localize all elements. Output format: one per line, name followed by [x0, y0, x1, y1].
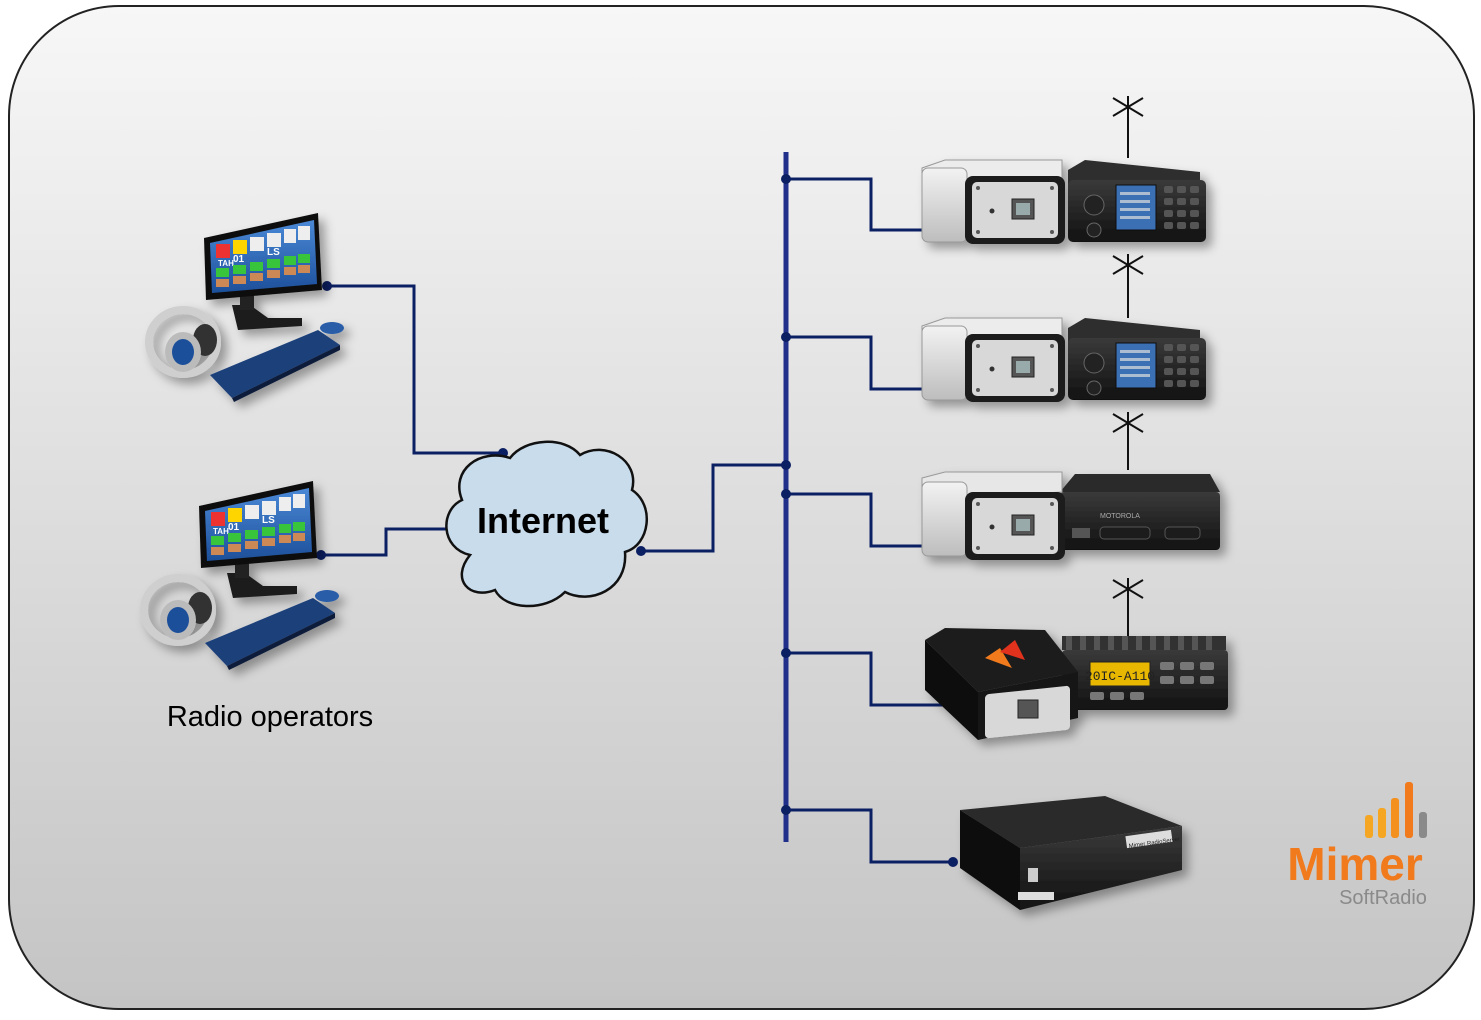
svg-text:TAH: TAH [213, 527, 229, 536]
antenna-4 [1112, 578, 1144, 636]
logo-sub: SoftRadio [1339, 887, 1427, 909]
operator-workstation-1: TAH 01 LS [145, 213, 344, 402]
link-internet-bus [641, 463, 786, 553]
operator-workstation-2: TAH 01 LS [140, 481, 339, 670]
link-bus-gateway4 [786, 651, 959, 707]
radio-operators-label: Radio operators [167, 701, 373, 733]
background-panel [8, 5, 1475, 1010]
logo-name: Mimer [1287, 838, 1423, 890]
svg-text:LS: LS [267, 247, 280, 258]
radio-server: Mimer RadioServer [960, 796, 1182, 910]
connection-lines [321, 177, 959, 864]
icom-display-text: 20IC-A110 [1085, 669, 1155, 684]
radio-gateway-3: MOTOROLA [921, 471, 1220, 560]
cloud-shape [445, 440, 648, 608]
link-bus-server [786, 808, 953, 864]
svg-text:01: 01 [228, 522, 240, 533]
mimer-gateway-box [925, 628, 1078, 740]
internet-cloud: Internet [445, 440, 648, 608]
link-operator2-internet [321, 527, 451, 557]
mimer-softradio-logo: Mimer SoftRadio [1287, 782, 1427, 909]
svg-text:01: 01 [233, 254, 245, 265]
antennas [1112, 96, 1144, 636]
base-radio-unit: MOTOROLA [1060, 474, 1220, 550]
link-bus-gateway1 [786, 177, 959, 232]
link-operator1-internet [327, 284, 503, 455]
link-bus-gateway3 [786, 492, 959, 548]
radio-gateway-4: 20IC-A110 [925, 628, 1228, 740]
svg-text:MOTOROLA: MOTOROLA [1100, 513, 1140, 520]
logo-signal-bars-icon [1365, 782, 1427, 838]
antenna-1 [1112, 96, 1144, 158]
svg-text:TAH: TAH [218, 259, 234, 268]
radio-gateway-1 [921, 159, 1206, 244]
internet-label: Internet [477, 500, 609, 541]
antenna-2 [1112, 254, 1144, 318]
svg-text:LS: LS [262, 515, 275, 526]
radio-gateway-2 [921, 317, 1206, 402]
gateway-box-3 [921, 471, 1065, 560]
icom-radio: 20IC-A110 [1062, 636, 1228, 710]
link-bus-gateway2 [786, 335, 959, 391]
antenna-3 [1112, 412, 1144, 470]
